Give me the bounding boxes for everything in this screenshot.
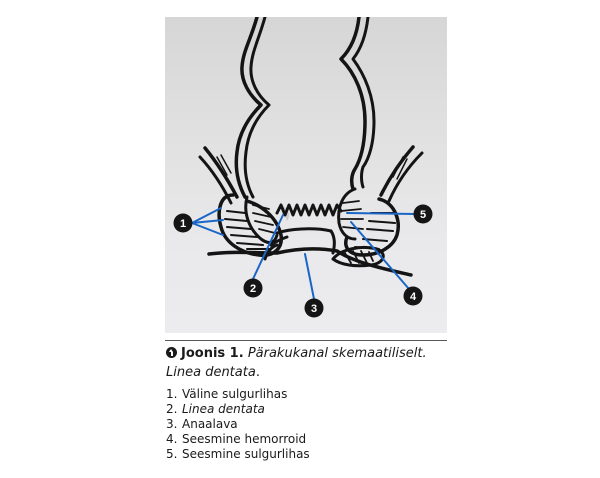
label-3: 3 — [311, 303, 317, 315]
figure-label: Joonis 1. — [181, 346, 244, 361]
leader-1 — [191, 207, 224, 236]
label-markers: 1 2 3 4 5 — [173, 204, 433, 318]
external-sphincter-left — [217, 193, 284, 257]
internal-sphincter-left — [244, 195, 279, 244]
arrow-up-circle-icon — [166, 347, 177, 358]
leader-5 — [346, 212, 415, 215]
skin-line — [207, 247, 413, 277]
rectal-wall-left-outer — [234, 17, 263, 199]
leader-2 — [252, 214, 284, 280]
diagram-drawing: 1 2 3 4 5 — [173, 17, 433, 318]
label-4: 4 — [410, 291, 417, 303]
internal-sphincter-right — [337, 187, 357, 241]
figure-caption: Joonis 1. Pärakukanal skemaatiliselt. Li… — [166, 344, 456, 382]
legend-item: 1.Väline sulgurlihas — [166, 387, 288, 401]
dentate-line — [275, 203, 343, 217]
leader-3 — [304, 253, 315, 300]
label-5: 5 — [420, 209, 426, 221]
label-1: 1 — [180, 218, 186, 230]
leader-4 — [350, 221, 410, 290]
figure-legend: 1.Väline sulgurlihas 2.Linea dentata 3.A… — [166, 387, 310, 462]
rectal-wall-right-outer — [339, 17, 367, 191]
label-2: 2 — [250, 283, 256, 295]
rectal-wall-left-inner — [243, 17, 271, 199]
caption-divider — [165, 340, 447, 341]
legend-item: 5.Seesmine sulgurlihas — [166, 447, 310, 461]
figure-subtitle: Linea dentata — [166, 365, 256, 380]
rectal-wall-right-inner — [351, 17, 376, 189]
figure-subtitle-suffix: . — [255, 365, 260, 380]
anal-canal-diagram: 1 2 3 4 5 — [165, 17, 447, 333]
legend-item: 3.Anaalava — [166, 417, 238, 431]
figure-title: Pärakukanal skemaatiliselt. — [247, 346, 427, 361]
legend-item: 4.Seesmine hemorroid — [166, 432, 307, 446]
legend-item: 2.Linea dentata — [166, 402, 265, 416]
